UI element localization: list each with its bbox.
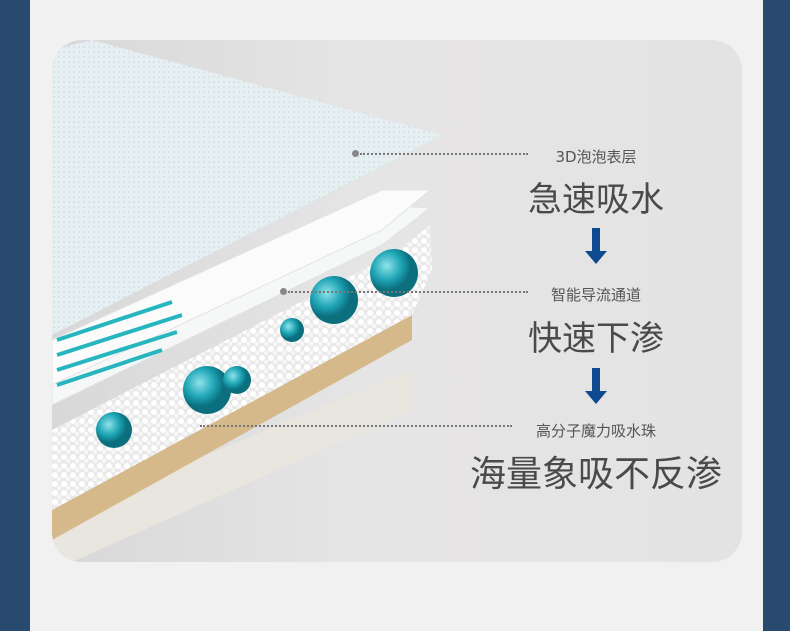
leader-dot-1: [352, 150, 359, 157]
feature-3-title: 海量象吸不反渗: [469, 454, 722, 495]
leader-line-2: [288, 291, 528, 293]
feature-1-title: 急速吸水: [528, 180, 664, 220]
leader-line-1: [360, 153, 528, 155]
leader-dot-2: [280, 288, 287, 295]
down-arrow-icon: [585, 228, 607, 264]
feature-1-subtitle: 3D泡泡表层: [555, 148, 637, 166]
down-arrow-icon: [585, 368, 607, 404]
leader-line-3: [200, 425, 512, 427]
feature-3-subtitle: 高分子魔力吸水珠: [535, 422, 656, 440]
feature-2-title: 快速下渗: [528, 319, 664, 359]
layer-cross-section-illustration: [52, 40, 442, 562]
product-illustration-card: [52, 40, 742, 562]
feature-2-subtitle: 智能导流通道: [550, 286, 641, 304]
